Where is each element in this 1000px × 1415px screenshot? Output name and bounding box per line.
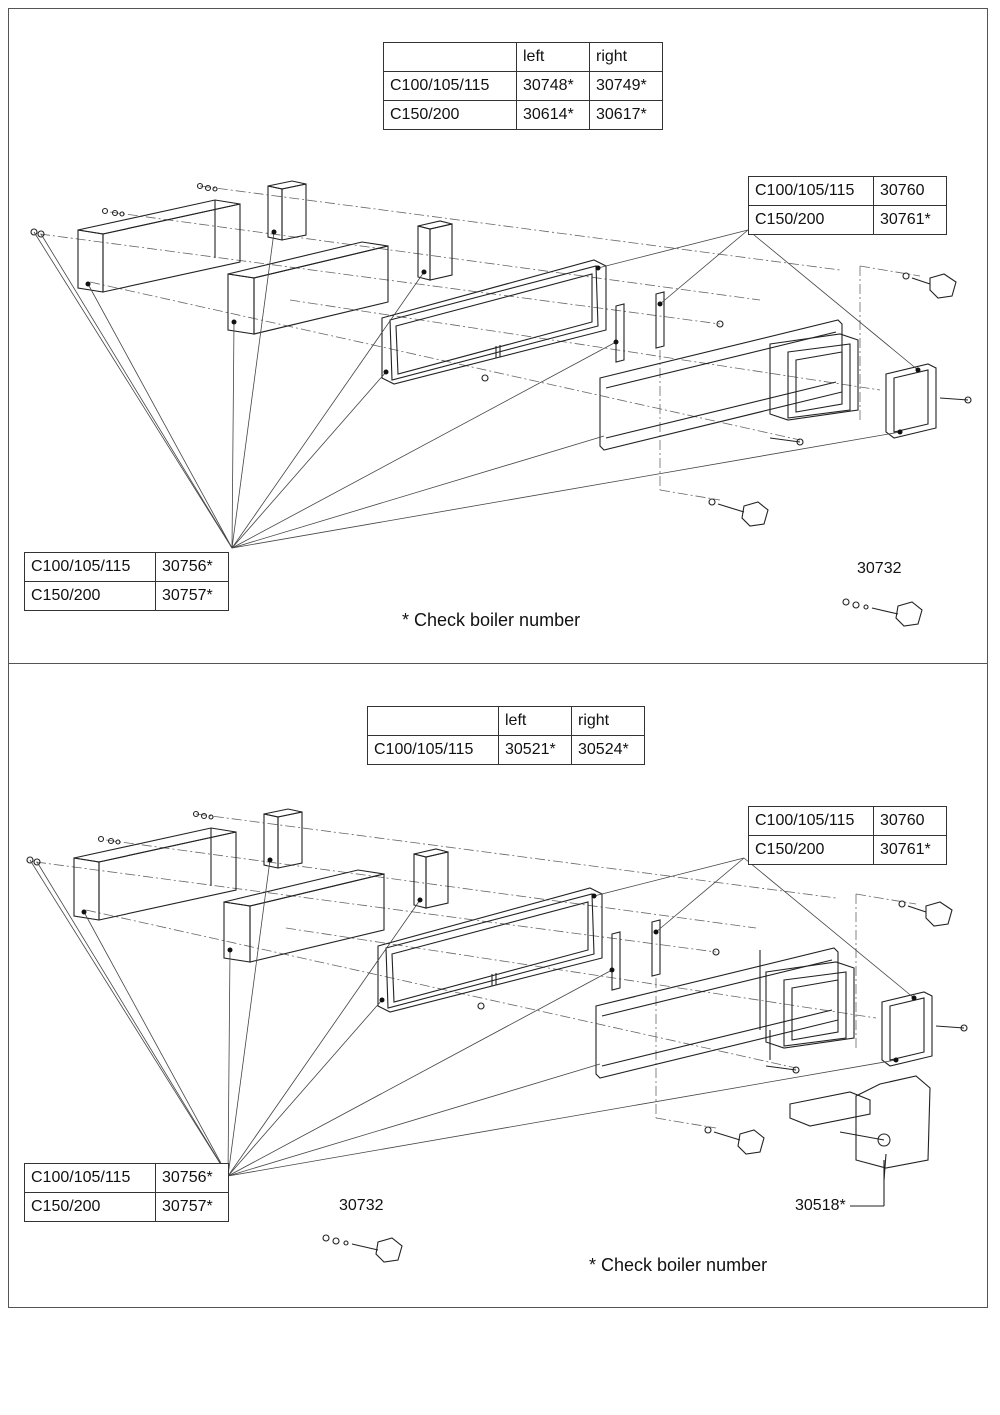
top-assembly	[30, 180, 972, 549]
page-frame	[8, 8, 988, 1308]
bottom-door-table: C100/105/115 30760 C150/200 30761*	[748, 806, 947, 865]
table-cell: 30756*	[155, 1163, 229, 1193]
table-cell: C150/200	[24, 581, 156, 611]
bottom-check-boiler-note: * Check boiler number	[589, 1255, 768, 1275]
section-divider	[8, 663, 988, 664]
table-cell: C150/200	[748, 205, 874, 235]
table-cell: 30748*	[516, 71, 590, 101]
table-cell: C150/200	[383, 100, 517, 130]
bottom-side-panel-table: left right C100/105/115 30521* 30524*	[367, 706, 645, 765]
table-cell: 30760	[873, 806, 947, 836]
table-cell: C100/105/115	[748, 176, 874, 206]
table-cell: 30524*	[571, 735, 645, 765]
table-cell: 30757*	[155, 581, 229, 611]
table-cell: C100/105/115	[367, 735, 499, 765]
hinge-part-number: 30518*	[795, 1197, 846, 1214]
table-cell: C150/200	[24, 1192, 156, 1222]
table-cell: C100/105/115	[383, 71, 517, 101]
table-cell: C150/200	[748, 835, 874, 865]
top-check-boiler-note: * Check boiler number	[402, 610, 581, 630]
table-cell: 30617*	[589, 100, 663, 130]
table-header-cell	[367, 706, 499, 736]
table-header-cell: left	[498, 706, 572, 736]
table-cell: C100/105/115	[748, 806, 874, 836]
table-header-cell: right	[589, 42, 663, 72]
table-header-cell: left	[516, 42, 590, 72]
top-door-table: C100/105/115 30760 C150/200 30761*	[748, 176, 947, 235]
table-cell: C100/105/115	[24, 1163, 156, 1193]
table-cell: 30757*	[155, 1192, 229, 1222]
table-cell: 30749*	[589, 71, 663, 101]
table-cell: 30756*	[155, 552, 229, 582]
table-header-cell: right	[571, 706, 645, 736]
table-cell: 30521*	[498, 735, 572, 765]
table-cell: 30761*	[873, 205, 947, 235]
table-cell: 30760	[873, 176, 947, 206]
top-side-panel-table: left right C100/105/115 30748* 30749* C1…	[383, 42, 663, 130]
table-cell: 30614*	[516, 100, 590, 130]
top-knob-30732	[842, 598, 923, 627]
top-knob-part-number: 30732	[857, 560, 902, 577]
table-cell: 30761*	[873, 835, 947, 865]
hinge-bracket	[759, 950, 931, 1207]
bottom-knob-30732	[322, 1234, 403, 1263]
table-cell: C100/105/115	[24, 552, 156, 582]
table-header-cell	[383, 42, 517, 72]
bottom-liner-table: C100/105/115 30756* C150/200 30757*	[24, 1163, 229, 1222]
bottom-knob-part-number: 30732	[339, 1197, 384, 1214]
top-liner-table: C100/105/115 30756* C150/200 30757*	[24, 552, 229, 611]
